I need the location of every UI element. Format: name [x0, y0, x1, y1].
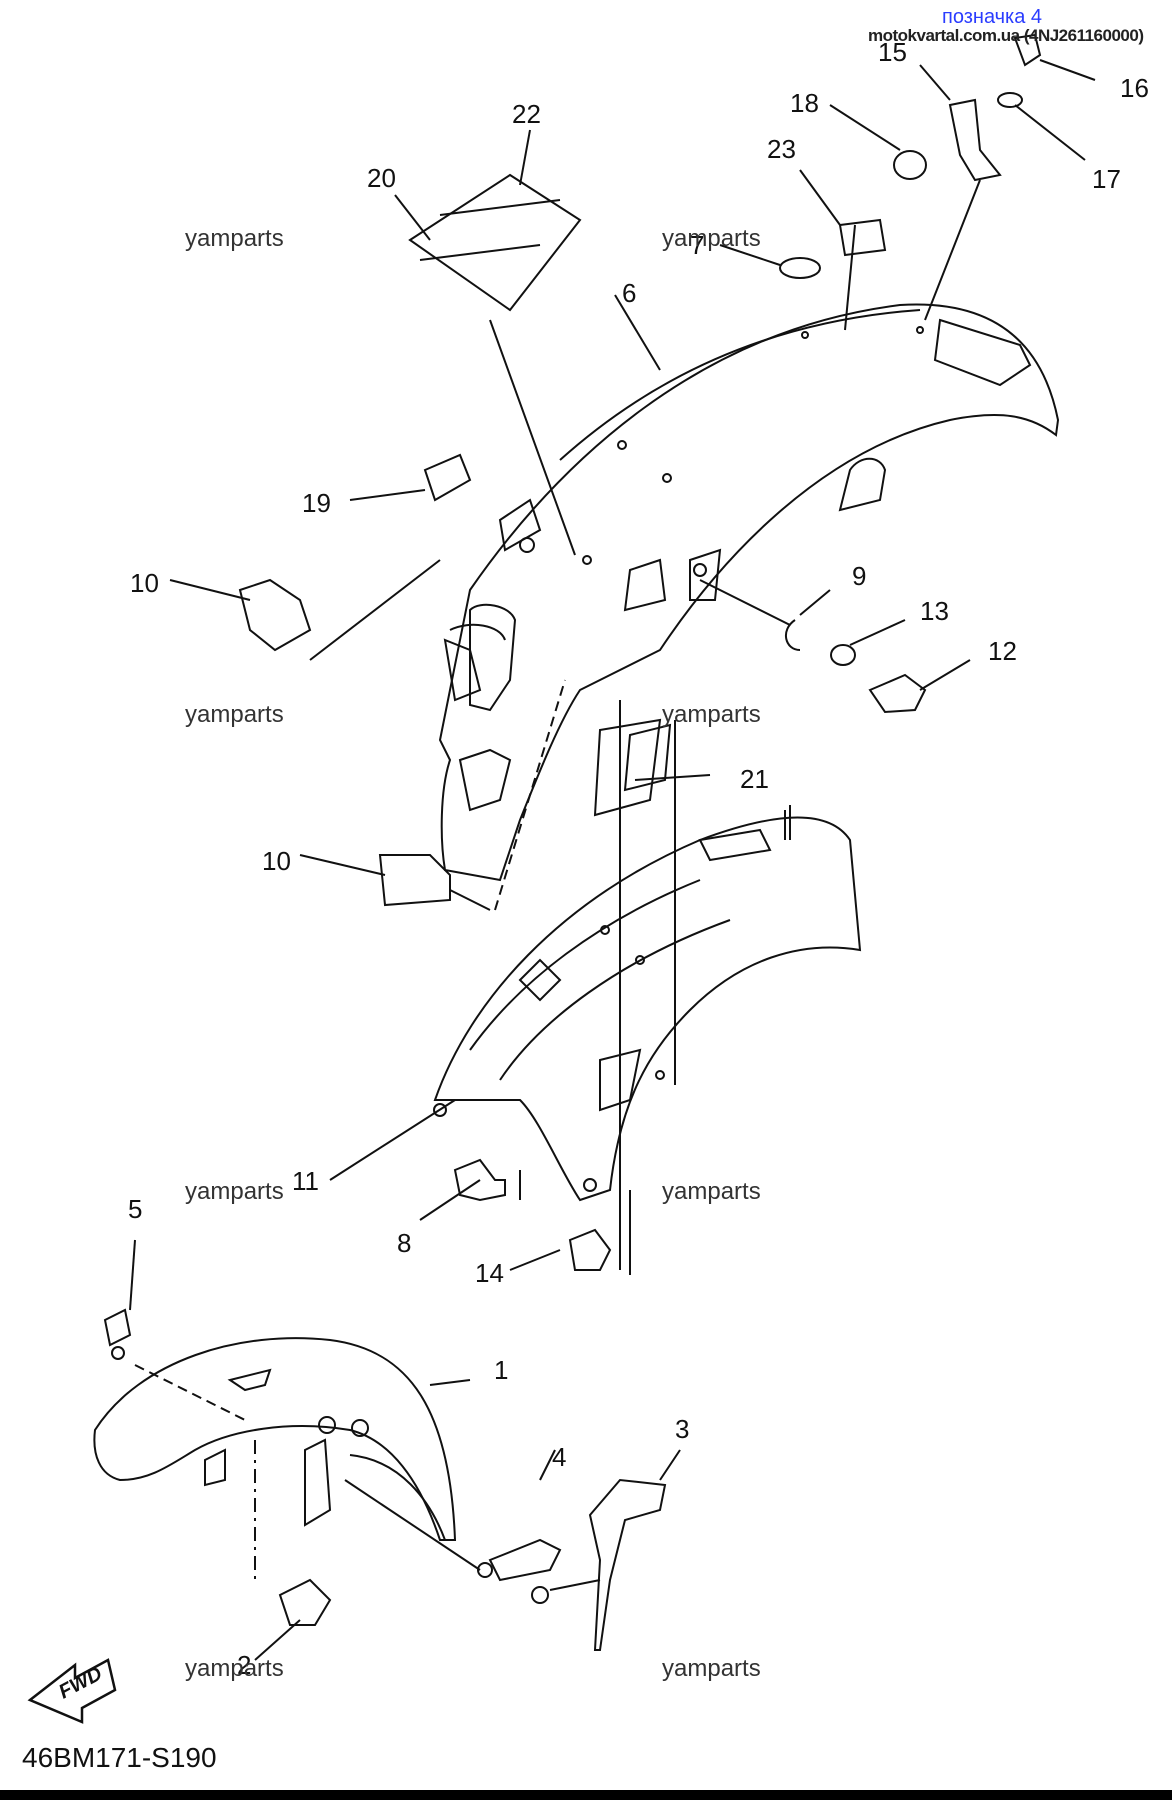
watermark: yamparts [185, 1178, 284, 1205]
watermark: yamparts [662, 1655, 761, 1682]
callout-7: 7 [690, 230, 705, 260]
callout-2: 2 [237, 1650, 252, 1680]
callout-6: 6 [622, 278, 637, 308]
callout-18: 18 [790, 88, 819, 118]
callout-21: 20 [367, 163, 396, 193]
marking-code: motokvartal.com.ua (4NJ261160000) [868, 26, 1144, 45]
callout-13: 13 [920, 596, 949, 626]
front-fender-1 [93, 1337, 457, 1541]
bottom-border [0, 1790, 1172, 1800]
marking-title: позначка 4 [942, 6, 1043, 28]
callout-5: 5 [128, 1194, 143, 1224]
watermark: yamparts [185, 1655, 284, 1682]
callout-11: 11 [292, 1166, 319, 1196]
stay-4 [477, 1538, 562, 1582]
callout-8: 8 [397, 1228, 412, 1258]
callout-19: 19 [302, 488, 331, 518]
rear-fender-6 [438, 303, 1060, 882]
callout-4: 4 [552, 1442, 567, 1472]
rear-fender-inner-11 [433, 810, 862, 1202]
callout-3: 3 [675, 1414, 690, 1444]
callout-12: 12 [988, 636, 1017, 666]
callout-16: 16 [1120, 73, 1149, 103]
leader-lines [129, 59, 1096, 1661]
watermark: yamparts [185, 225, 284, 252]
watermark: yamparts [185, 701, 284, 728]
callout-14: 14 [475, 1258, 504, 1288]
callout-20: 21 [740, 764, 769, 794]
watermark: yamparts [662, 701, 761, 728]
callout-23: 23 [767, 134, 796, 164]
callout-10-upper: 10 [130, 568, 159, 598]
callout-22: 22 [512, 99, 541, 129]
stay-3 [531, 1478, 667, 1651]
fwd-arrow [27, 1658, 117, 1724]
callout-15: 15 [878, 37, 907, 67]
watermark: yamparts [662, 1178, 761, 1205]
callout-17: 17 [1092, 164, 1121, 194]
callout-1: 1 [494, 1355, 509, 1385]
small-parts [103, 33, 1042, 1626]
callout-9: 9 [852, 561, 867, 591]
callout-10-lower: 10 [262, 846, 291, 876]
diagram-code: 46BM171-S190 [22, 1742, 217, 1773]
watermark: yamparts [662, 225, 761, 252]
